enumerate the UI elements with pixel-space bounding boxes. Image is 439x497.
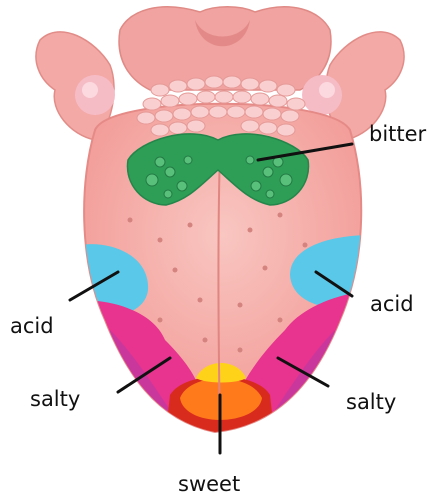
- label-acid-right: acid: [370, 294, 414, 315]
- epiglottis: [119, 7, 331, 90]
- label-salty-right: salty: [346, 392, 396, 413]
- label-acid-left: acid: [10, 316, 54, 337]
- label-sweet: sweet: [178, 474, 240, 495]
- label-salty-left: salty: [30, 389, 80, 410]
- label-bitter: bitter: [369, 124, 426, 145]
